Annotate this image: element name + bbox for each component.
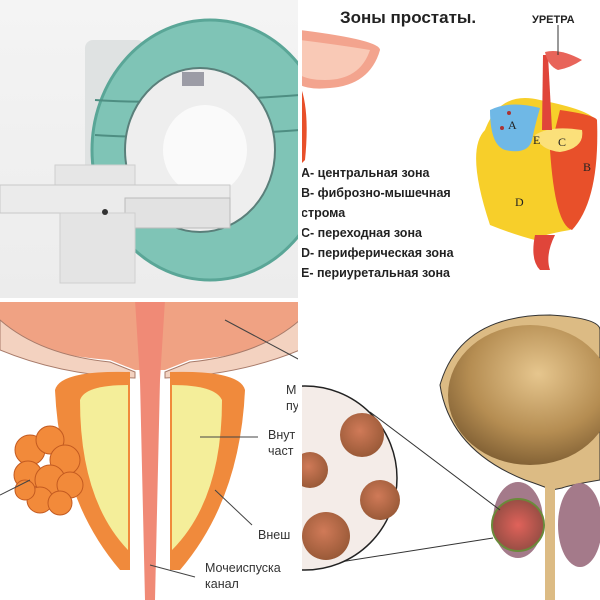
urethra-label: УРЕТРА bbox=[532, 14, 575, 26]
legend-item: E- периуретальная зона bbox=[301, 266, 451, 280]
anat-label-urethra: Мочеиспуска канал bbox=[205, 561, 281, 591]
prostate-tumor-illustration bbox=[300, 314, 600, 600]
anat-label-bladder-muscle: М пу bbox=[286, 383, 300, 413]
zones-title: Зоны простаты. bbox=[340, 8, 477, 27]
mri-scanner-panel bbox=[0, 0, 300, 300]
anat-label-inner-part: Внут част bbox=[268, 428, 296, 458]
collage-divider-horizontal bbox=[0, 298, 600, 302]
zone-marker-c: C bbox=[558, 135, 567, 149]
prostate-cancer-panel bbox=[300, 300, 600, 600]
zone-marker-d: D bbox=[515, 195, 524, 209]
zone-marker-b: B bbox=[583, 160, 592, 174]
legend-item: B- фиброзно-мышечная bbox=[301, 186, 451, 200]
zone-marker-e: E bbox=[533, 133, 541, 147]
mri-scanner-icon bbox=[0, 18, 300, 284]
legend-item: D- периферическая зона bbox=[301, 246, 454, 260]
prostate-zones-diagram bbox=[300, 25, 598, 270]
legend-item: C- переходная зона bbox=[301, 226, 422, 240]
prostate-zones-panel: Зоны простаты. УРЕТРА A B C D E A- центр… bbox=[300, 0, 600, 300]
prostate-anatomy-panel: М пу Внут част Внеш Мочеиспуска канал bbox=[0, 300, 300, 600]
anat-label-outer-part: Внеш bbox=[258, 528, 291, 542]
legend-item: A- центральная зона bbox=[301, 166, 430, 180]
zone-marker-a: A bbox=[508, 118, 517, 132]
legend-item: строма bbox=[301, 206, 346, 220]
prostate-cross-section-diagram bbox=[0, 300, 300, 600]
zones-legend: A- центральная зона B- фиброзно-мышечная… bbox=[301, 163, 454, 283]
